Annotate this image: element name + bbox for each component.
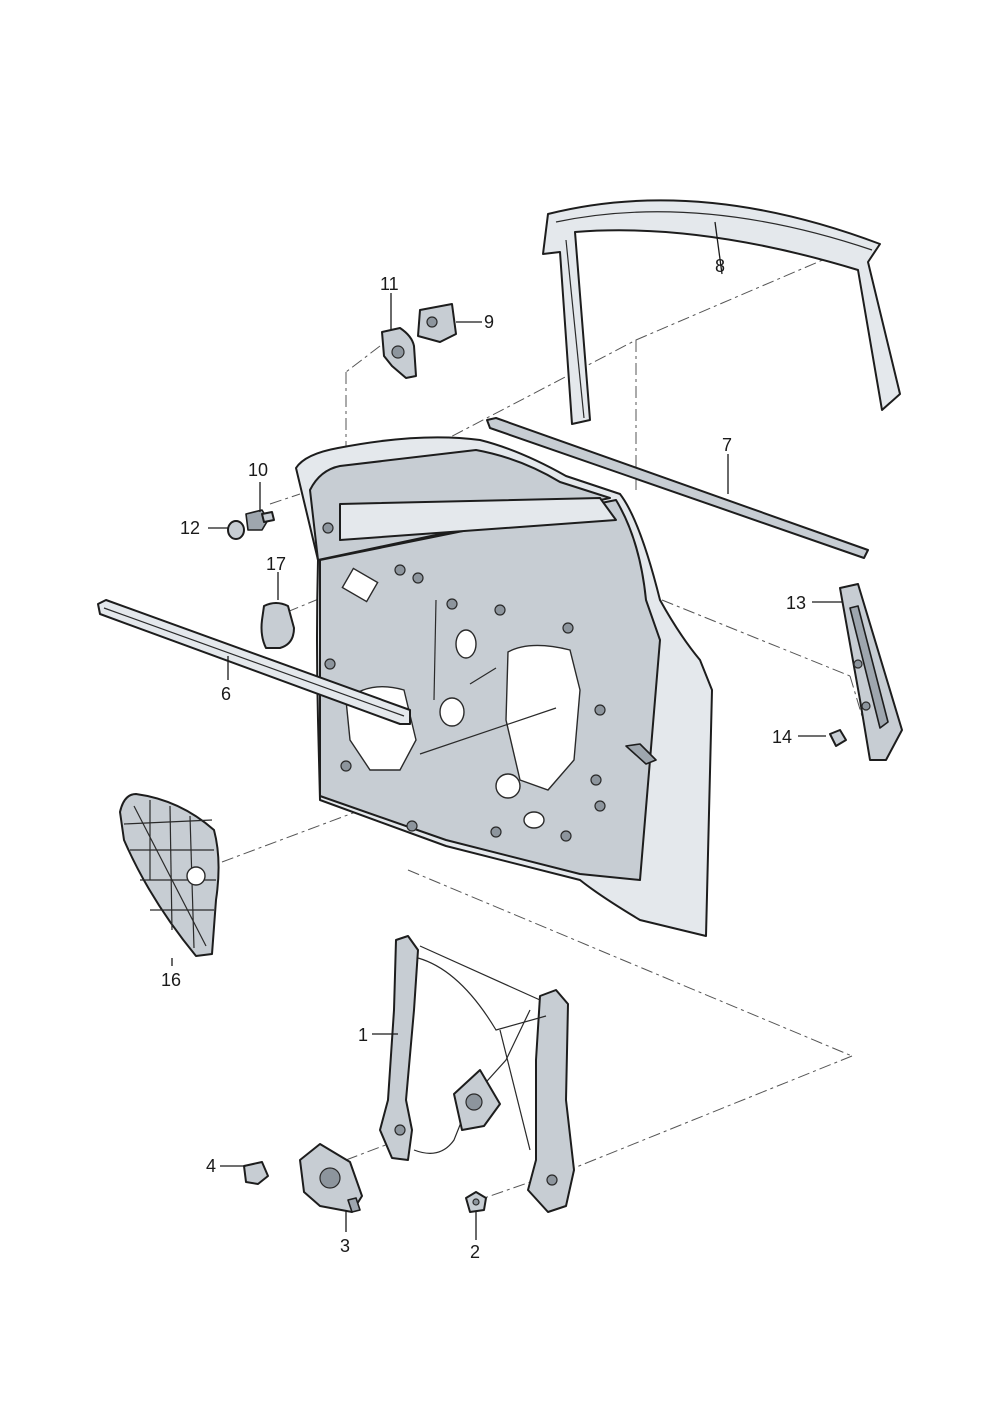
insulation-panel xyxy=(119,793,220,957)
callout-11: 11 xyxy=(380,274,399,294)
cap xyxy=(227,520,245,540)
callout-6: 6 xyxy=(221,684,231,704)
cover-plug xyxy=(260,602,295,649)
callout-10: 10 xyxy=(248,460,268,480)
window-motor xyxy=(299,1143,363,1213)
callout-3: 3 xyxy=(340,1236,350,1256)
door-inner-panel xyxy=(295,436,713,937)
callout-17: 17 xyxy=(266,554,286,574)
callout-labels: 11 9 8 7 10 12 17 6 13 14 16 1 4 3 2 xyxy=(161,256,806,1262)
callout-12: 12 xyxy=(180,518,200,538)
clip xyxy=(829,729,847,747)
callout-1: 1 xyxy=(358,1025,368,1045)
window-seal-strip-inner xyxy=(97,599,411,725)
callout-14: 14 xyxy=(772,727,792,747)
callout-8: 8 xyxy=(715,256,725,276)
bolt xyxy=(243,1161,269,1185)
callout-4: 4 xyxy=(206,1156,216,1176)
mirror-cover xyxy=(417,303,457,343)
callout-leaders xyxy=(171,221,842,1240)
nut xyxy=(465,1191,487,1213)
callout-7: 7 xyxy=(722,435,732,455)
callout-9: 9 xyxy=(484,312,494,332)
bolt-small xyxy=(245,509,275,531)
callout-16: 16 xyxy=(161,970,181,990)
window-regulator xyxy=(379,935,575,1213)
window-seal-strip-outer xyxy=(486,417,869,559)
door-frame-trim xyxy=(542,199,901,425)
mirror-bracket xyxy=(381,327,417,379)
callout-2: 2 xyxy=(470,1242,480,1262)
window-guide-rear xyxy=(839,583,903,761)
callout-13: 13 xyxy=(786,593,806,613)
